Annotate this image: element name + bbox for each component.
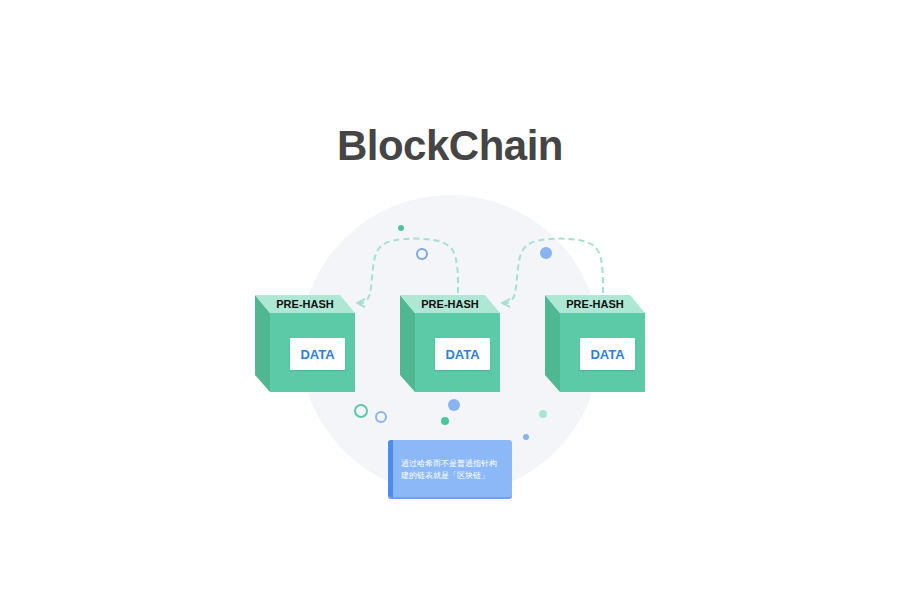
dot <box>398 225 404 231</box>
data-box: DATA <box>290 338 345 370</box>
block-cube: PRE-HASH DATA <box>545 295 645 392</box>
cube-top <box>400 295 500 313</box>
block-cube: PRE-HASH DATA <box>400 295 500 392</box>
ring <box>417 249 427 259</box>
block-heading: PRE-HASH <box>408 298 492 311</box>
block-heading: PRE-HASH <box>263 298 347 311</box>
ring <box>355 405 367 417</box>
block-data-label: DATA <box>590 347 624 362</box>
ring <box>376 412 386 422</box>
hash-pointer-arrow <box>502 239 603 303</box>
data-box: DATA <box>435 338 490 370</box>
dot <box>441 417 449 425</box>
cube-front <box>415 313 500 392</box>
note-text: 通过哈希而不是普通指针构建的链表就是「区块链」 <box>401 458 504 482</box>
hash-pointer-arrow <box>357 239 458 303</box>
dot <box>523 434 529 440</box>
note-box: 通过哈希而不是普通指针构建的链表就是「区块链」 <box>388 440 512 497</box>
block-heading: PRE-HASH <box>553 298 637 311</box>
dot <box>540 247 552 259</box>
cube-front <box>270 313 355 392</box>
diagram-title: BlockChain <box>0 122 900 170</box>
dot <box>448 399 460 411</box>
block-data-label: DATA <box>300 347 334 362</box>
block-cube: PRE-HASH DATA <box>255 295 355 392</box>
block-data-label: DATA <box>445 347 479 362</box>
cube-front <box>560 313 645 392</box>
dot <box>539 410 547 418</box>
data-box: DATA <box>580 338 635 370</box>
cube-top <box>255 295 355 313</box>
cube-top <box>545 295 645 313</box>
